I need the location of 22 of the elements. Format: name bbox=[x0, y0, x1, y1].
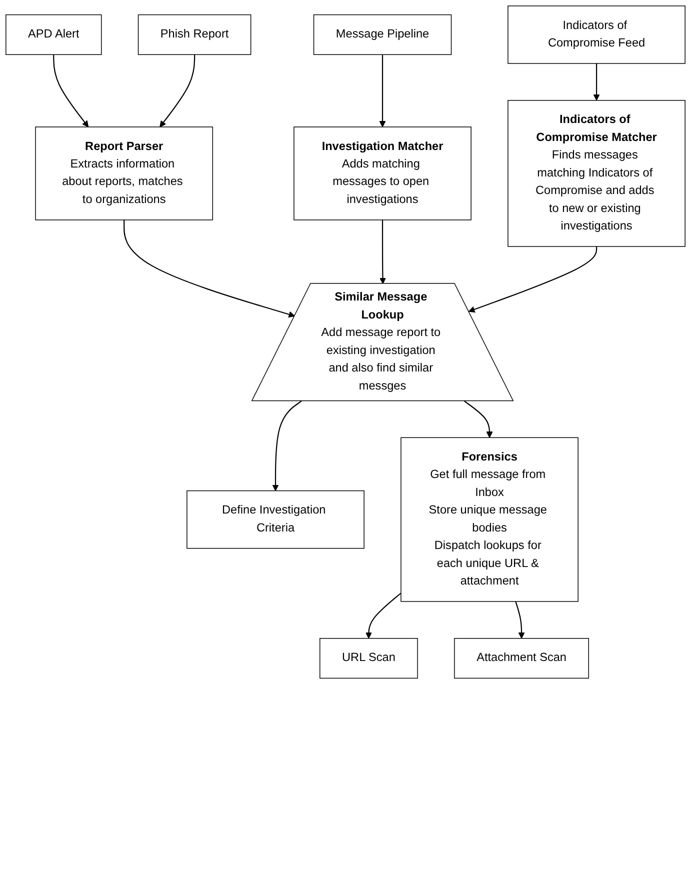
arrow bbox=[593, 63, 600, 101]
node-box: URL Scan bbox=[320, 638, 418, 679]
arrow bbox=[365, 592, 402, 639]
node-box: Indicators of Compromise Matcher Finds messages matching Indicators of Compromise and adds to new or existing investigations bbox=[508, 100, 686, 247]
arrow bbox=[160, 54, 196, 128]
arrow bbox=[468, 246, 598, 313]
node-box: Define Investigation Criteria bbox=[186, 490, 364, 549]
arrow bbox=[515, 601, 525, 639]
arrow bbox=[464, 400, 493, 438]
arrow bbox=[53, 54, 89, 128]
node-box: Report Parser Extracts information about reports, matches to organizations bbox=[35, 126, 214, 220]
node-box: Message Pipeline bbox=[313, 14, 452, 55]
node-box: Forensics Get full message from Inbox Store unique message bodies Dispatch lookups for each unique URL & attachment bbox=[400, 437, 578, 602]
node-box: Phish Report bbox=[138, 14, 252, 55]
arrow bbox=[379, 54, 386, 128]
arrow bbox=[272, 400, 302, 492]
node-box: Indicators of Compromise Feed bbox=[508, 6, 686, 64]
node-box: Attachment Scan bbox=[454, 638, 589, 679]
node-box: APD Alert bbox=[6, 14, 102, 55]
arrow bbox=[124, 220, 296, 318]
arrow bbox=[380, 220, 386, 284]
node-box: Investigation Matcher Adds matching messages to open investigations bbox=[294, 126, 472, 220]
